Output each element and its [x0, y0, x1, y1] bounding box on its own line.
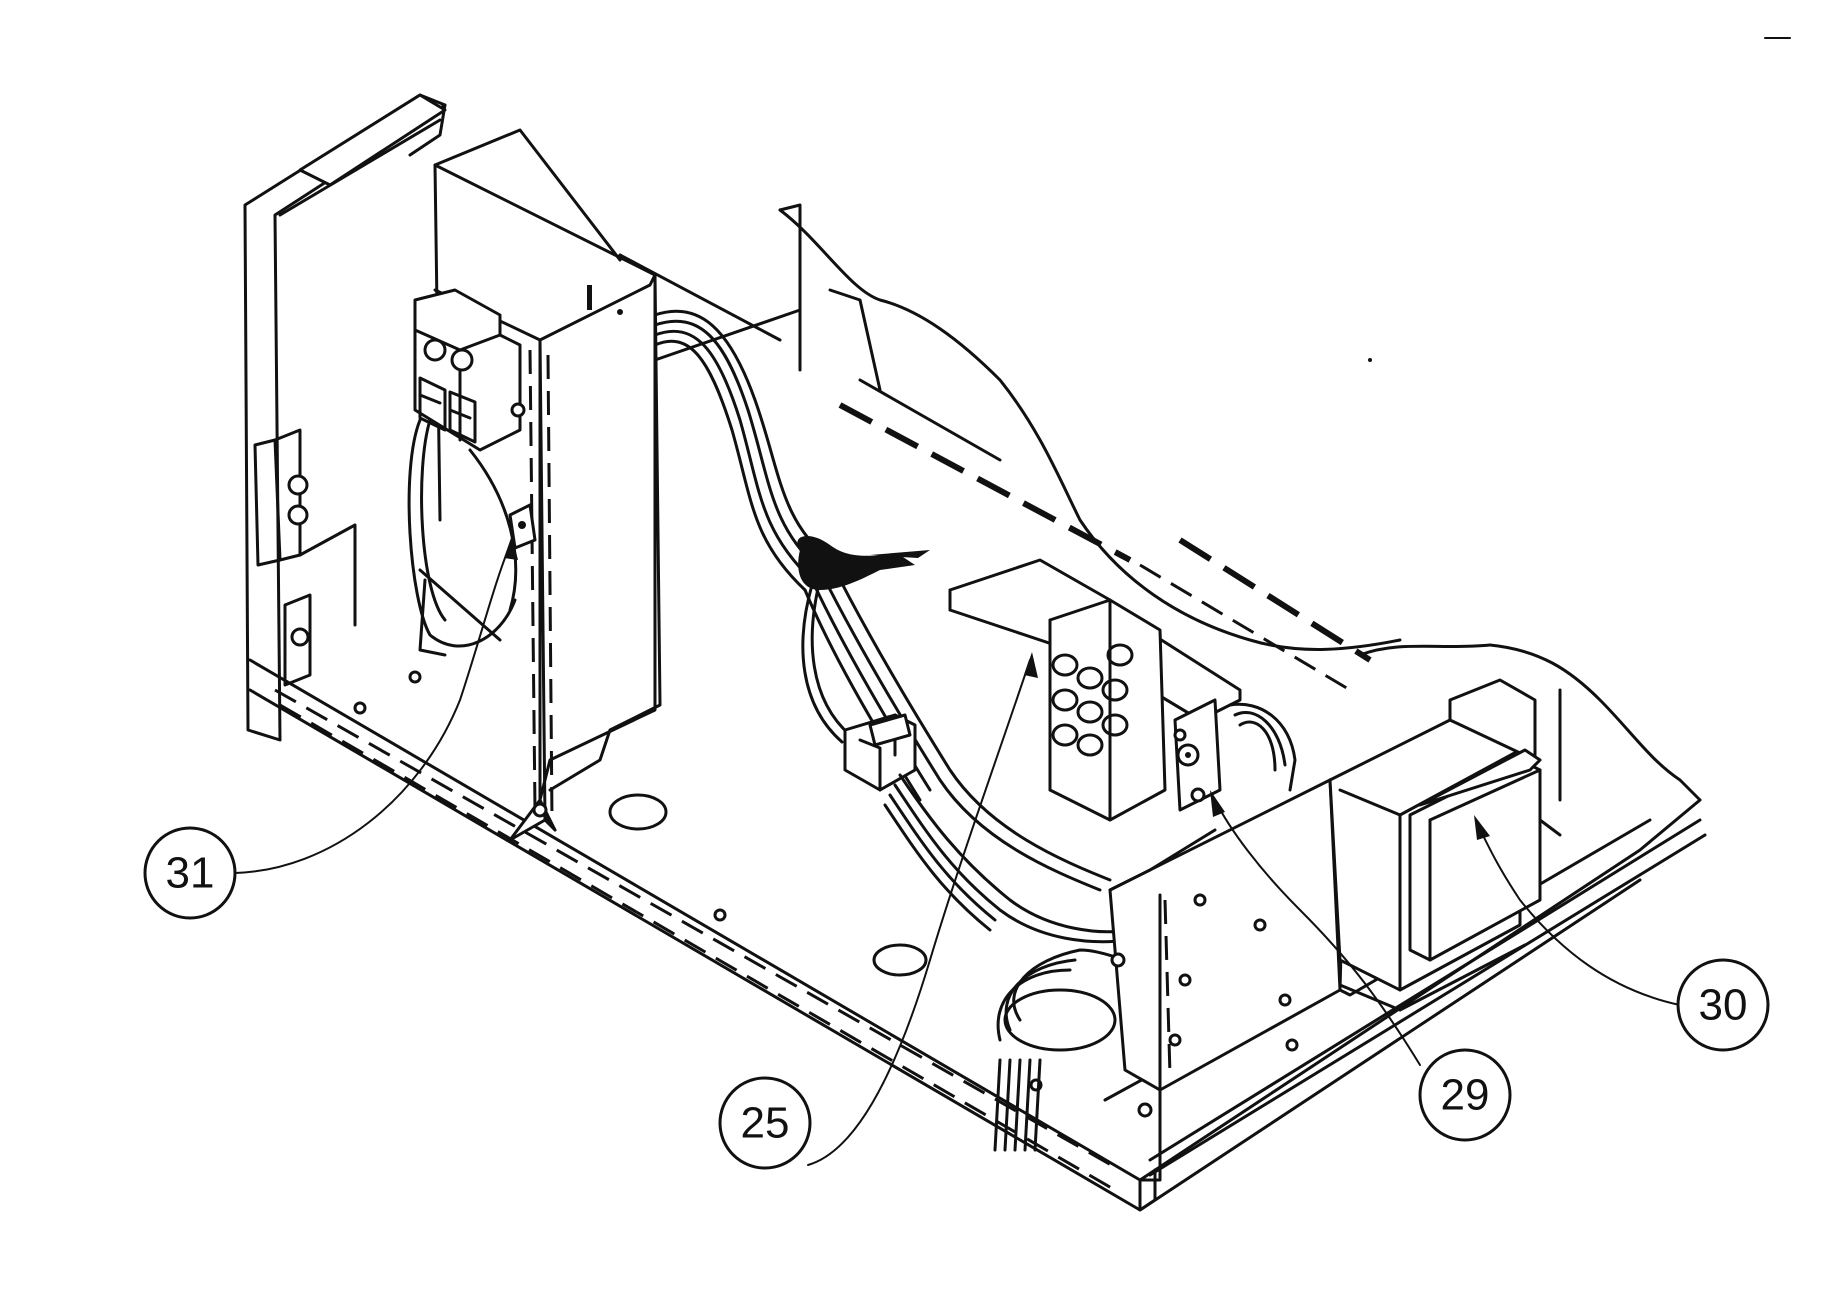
- transformer: [1328, 678, 1562, 1012]
- leader-lines: [234, 535, 1681, 1166]
- leader-31: [234, 539, 513, 874]
- callout-30-label: 30: [1699, 981, 1748, 1030]
- callout-30: 30: [1676, 958, 1770, 1052]
- leader-30: [1477, 824, 1681, 1006]
- callout-29-label: 29: [1441, 1071, 1490, 1120]
- leader-25: [807, 659, 1031, 1166]
- left-side-panel: [243, 93, 447, 742]
- callout-31: 31: [143, 826, 237, 920]
- callout-25-label: 25: [741, 1099, 790, 1148]
- defrost-control-bracket: [948, 558, 1652, 1092]
- control-box: [407, 128, 662, 842]
- back-panel: [618, 203, 1702, 802]
- callout-25: 25: [718, 1076, 812, 1170]
- leader-29: [1214, 799, 1421, 1066]
- callout-29: 29: [1418, 1048, 1512, 1142]
- callout-31-label: 31: [166, 849, 215, 898]
- scan-artifacts: [1368, 37, 1791, 362]
